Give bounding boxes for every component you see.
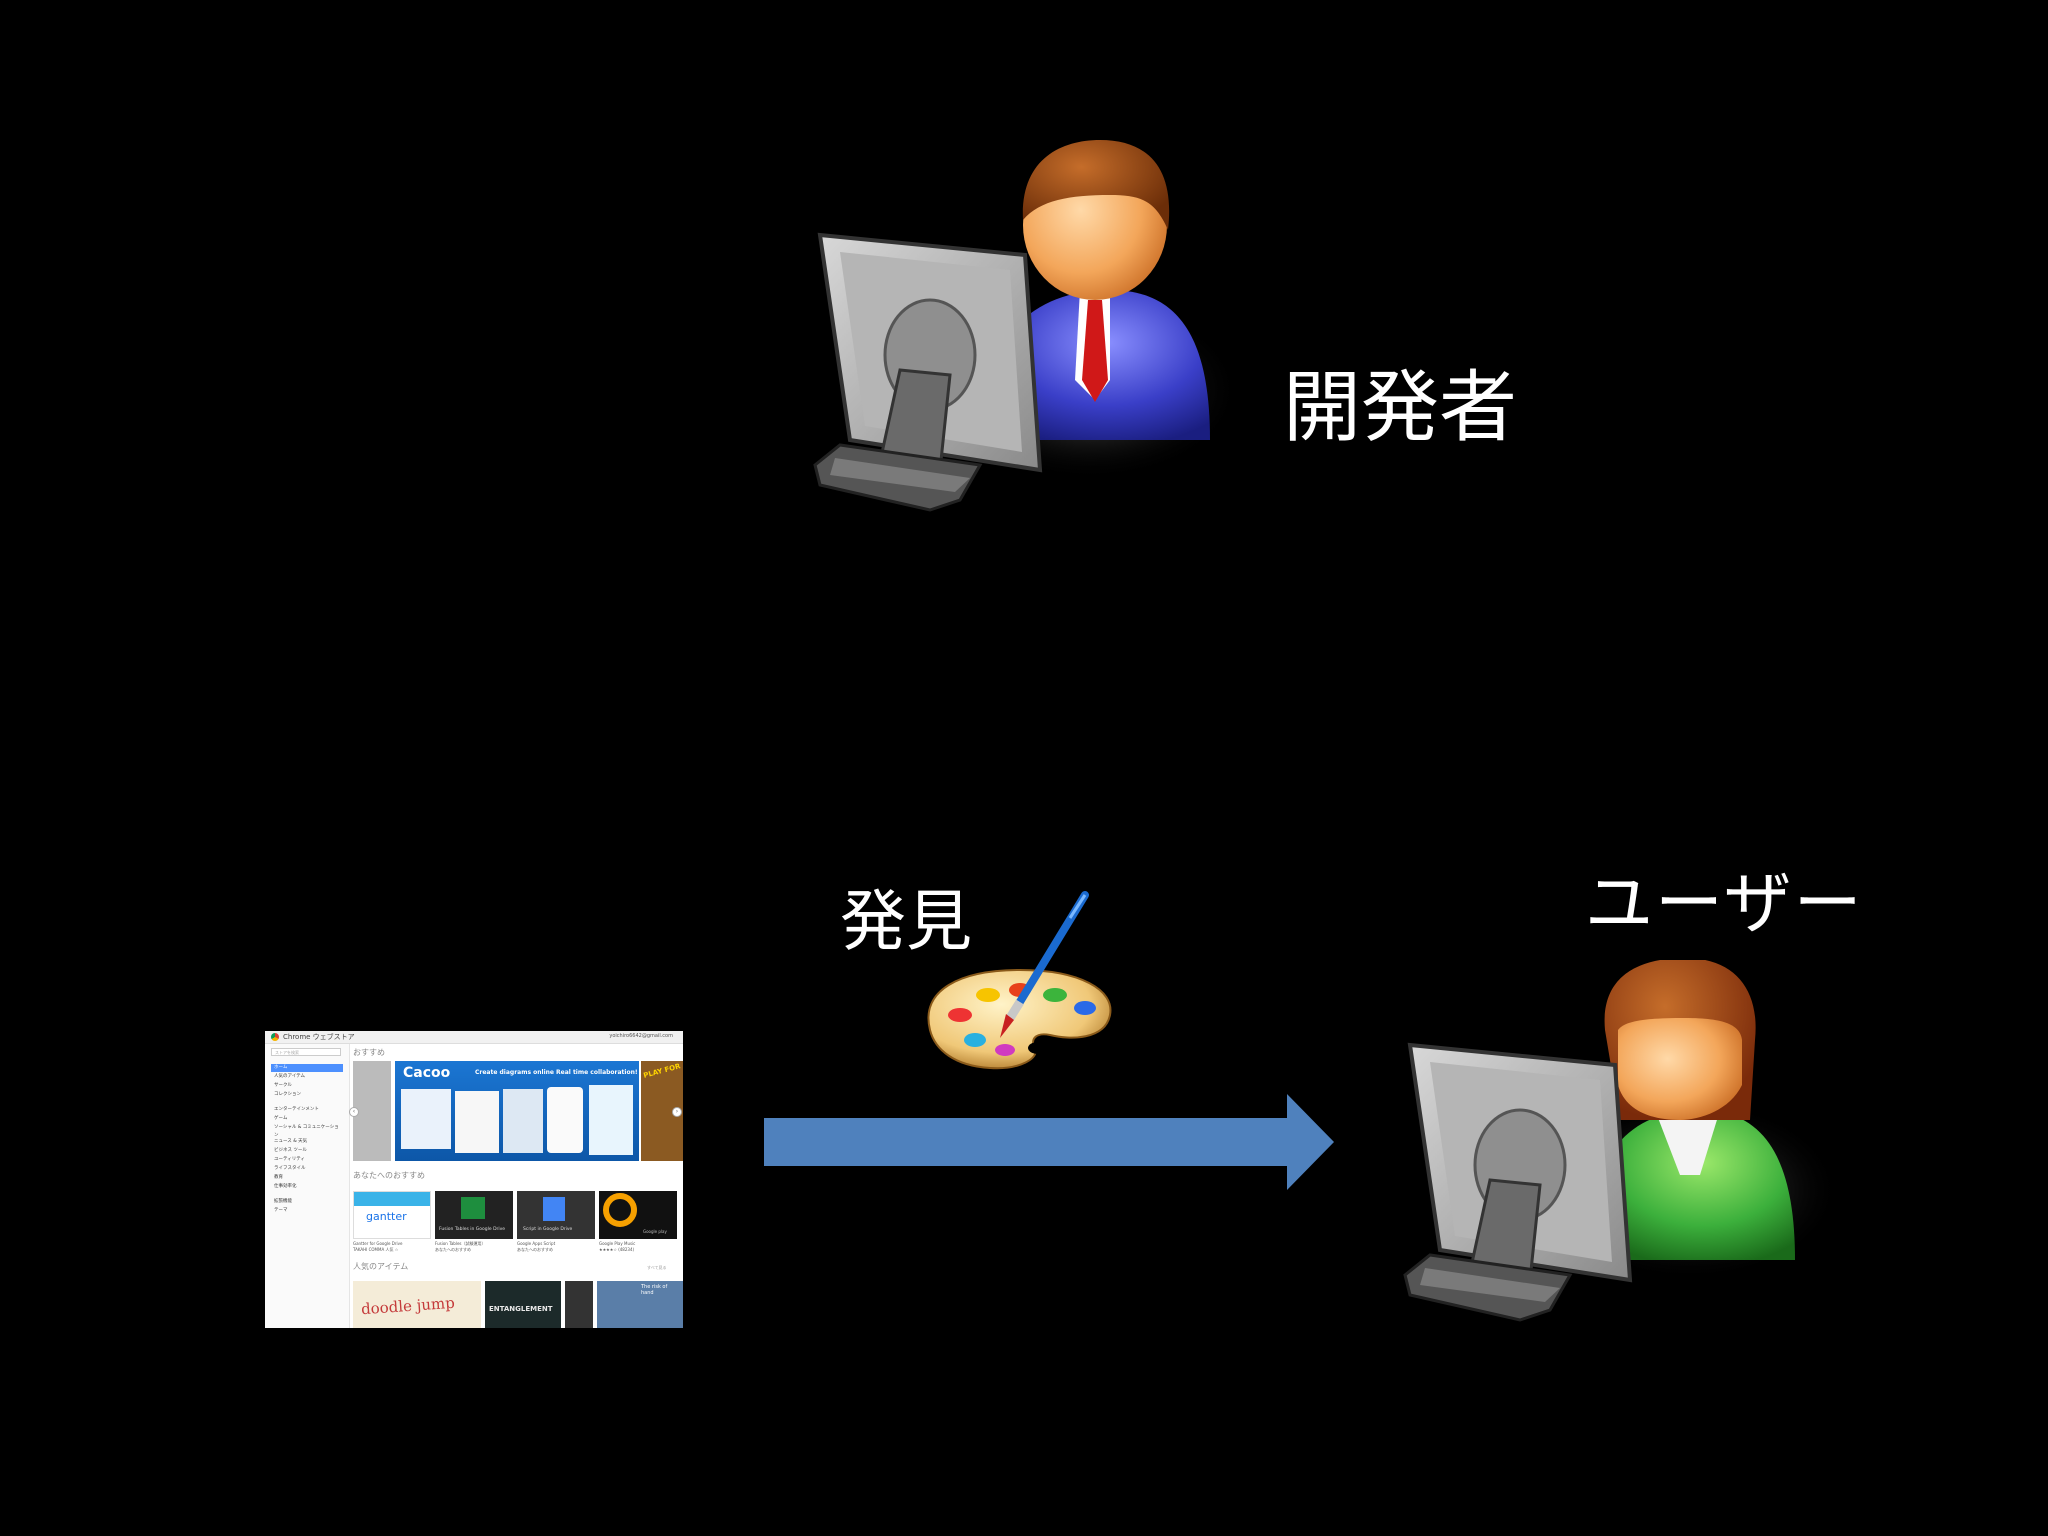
carousel-next-button: › xyxy=(672,1107,682,1117)
user-icon xyxy=(1403,960,1840,1322)
web-store-screenshot: Chrome ウェブストア yoichiro6642@gmail.com ストア… xyxy=(265,1031,683,1328)
popular-tile-dark xyxy=(565,1281,593,1328)
section-for-you: あなたへのおすすめ xyxy=(353,1171,425,1180)
arrow-right-icon xyxy=(764,1094,1334,1190)
store-topbar: Chrome ウェブストア yoichiro6642@gmail.com xyxy=(265,1031,683,1044)
popular-tile-risk: The risk of hand xyxy=(597,1281,683,1328)
section-popular: 人気のアイテム xyxy=(353,1262,409,1271)
store-nav-item: ビジネス ツール xyxy=(274,1148,307,1153)
discover-label: 発見 xyxy=(840,883,972,960)
banner-tagline: Create diagrams online Real time collabo… xyxy=(475,1069,638,1076)
store-nav-item: エンターテインメント xyxy=(274,1107,319,1112)
store-account: yoichiro6642@gmail.com xyxy=(609,1033,673,1039)
store-nav-item: ソーシャル & コミュニケーション xyxy=(274,1125,339,1138)
store-nav-item: サークル xyxy=(274,1083,292,1088)
popular-tile-entanglement: ENTANGLEMENT xyxy=(485,1281,561,1328)
store-search-input: ストアを検索 xyxy=(271,1048,341,1056)
developer-icon xyxy=(813,140,1240,512)
store-sidebar: ストアを検索 ホーム人気のアイテムサークルコレクションエンターテインメントゲーム… xyxy=(265,1044,350,1328)
store-nav-item: テーマ xyxy=(274,1208,288,1213)
store-nav-item: ニュース & 天気 xyxy=(274,1139,308,1144)
section-featured: おすすめ xyxy=(353,1048,385,1057)
store-nav-item: ゲーム xyxy=(274,1116,288,1121)
app-tile-fusion: Fusion Tables in Google Drive xyxy=(435,1191,513,1239)
store-nav-item: 教育 xyxy=(274,1175,283,1180)
store-nav-item: ホーム xyxy=(271,1064,343,1072)
chrome-logo-icon xyxy=(271,1033,279,1041)
popular-tile-doodle: doodle jump xyxy=(353,1281,481,1328)
store-nav-item: 拡張機能 xyxy=(274,1199,292,1204)
store-title: Chrome ウェブストア xyxy=(283,1033,355,1041)
store-nav-item: 仕事効率化 xyxy=(274,1184,297,1189)
banner-play: PLAY FOR xyxy=(642,1062,682,1080)
app-tile-music: Google play xyxy=(599,1191,677,1239)
store-nav-item: コレクション xyxy=(274,1092,301,1097)
see-all-link: すべて見る xyxy=(647,1265,667,1270)
carousel-prev-button: ‹ xyxy=(349,1107,359,1117)
featured-banner: Cacoo Create diagrams online Real time c… xyxy=(395,1061,639,1161)
palette-icon xyxy=(927,891,1112,1070)
app-tile-script: Script in Google Drive xyxy=(517,1191,595,1239)
store-nav-item: ユーティリティ xyxy=(274,1157,305,1162)
banner-brand: Cacoo xyxy=(403,1065,451,1081)
developer-label: 開発者 xyxy=(1283,363,1518,453)
featured-side-tile xyxy=(353,1061,391,1161)
store-nav-item: ライフスタイル xyxy=(274,1166,306,1171)
app-tile-gantter: gantter xyxy=(353,1191,431,1239)
user-label: ユーザー xyxy=(1585,865,1864,944)
store-nav-item: 人気のアイテム xyxy=(274,1074,306,1079)
